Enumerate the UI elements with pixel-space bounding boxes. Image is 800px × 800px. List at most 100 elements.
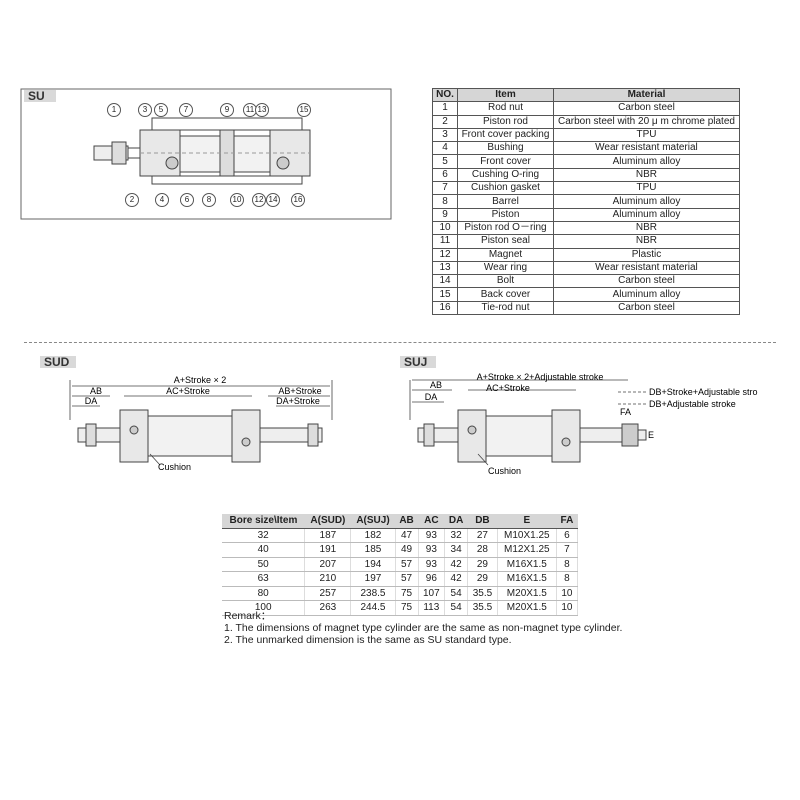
suj-dim-da: DA <box>425 392 438 402</box>
suj-cushion-label: Cushion <box>488 466 521 476</box>
dimension-cell: 182 <box>350 528 396 543</box>
su-callout-bottom-10: 10 <box>230 193 244 207</box>
dimension-header: DB <box>467 514 498 529</box>
material-name: Aluminum alloy <box>552 287 741 302</box>
material-name: NBR <box>552 220 741 236</box>
dimension-cell: M16X1.5 <box>497 571 557 587</box>
su-tag-bar <box>24 90 56 102</box>
suj-dim-ab: AB <box>430 380 442 390</box>
material-name: Plastic <box>552 247 741 262</box>
dimension-header: A(SUD) <box>304 514 351 529</box>
material-no: 9 <box>431 207 459 222</box>
material-no: 14 <box>431 274 459 289</box>
material-no: 11 <box>431 234 459 249</box>
dimension-cell: 50 <box>222 557 306 572</box>
material-header-item: Item <box>457 87 554 103</box>
su-callout-bottom-2: 2 <box>125 193 139 207</box>
dimension-header: FA <box>556 514 578 529</box>
sud-dim-a: A+Stroke × 2 <box>174 375 227 385</box>
dimension-cell: 191 <box>304 542 352 558</box>
remark-line-2: 2. The unmarked dimension is the same as… <box>224 634 512 646</box>
material-name: Wear resistant material <box>552 260 741 276</box>
dimension-cell: 49 <box>395 542 419 558</box>
sud-dim-da: DA <box>85 396 98 406</box>
dimension-cell: 10 <box>556 600 579 616</box>
dimension-cell: 34 <box>444 542 469 558</box>
su-callout-top-5: 5 <box>154 103 168 117</box>
material-header-row: NO. Item Material <box>431 87 741 103</box>
material-item: Wear ring <box>457 260 554 276</box>
dimension-cell: 27 <box>467 528 498 543</box>
dimension-cell: 42 <box>444 571 469 587</box>
material-no: 5 <box>431 154 459 169</box>
dimension-cell: M12X1.25 <box>497 542 557 558</box>
material-no: 2 <box>431 114 459 129</box>
suj-drawing: A+Stroke × 2+Adjustable stroke AB AC+Str… <box>409 372 758 476</box>
dimension-cell: 28 <box>467 542 498 558</box>
dimension-cell: 93 <box>418 528 446 543</box>
su-callout-top-7: 7 <box>179 103 193 117</box>
dimension-cell: 263 <box>304 600 352 616</box>
su-callout-bottom-8: 8 <box>202 193 216 207</box>
dimension-cell: 93 <box>418 542 446 558</box>
material-no: 1 <box>431 101 459 116</box>
dimension-cell: 29 <box>467 557 498 572</box>
suj-tag-bar <box>400 356 436 368</box>
dimension-cell: M20X1.5 <box>497 600 557 616</box>
sud-dim-ab: AB <box>90 386 102 396</box>
su-callout-bottom-12: 12 <box>252 193 266 207</box>
material-name: Aluminum alloy <box>552 154 741 169</box>
su-callout-bottom-16: 16 <box>291 193 305 207</box>
sud-drawing: A+Stroke × 2 AB AC+Stroke AB+Stroke DA D… <box>69 375 333 472</box>
sud-tag: SUD <box>44 355 70 369</box>
suj-tag: SUJ <box>404 355 428 369</box>
material-item: Piston rod <box>457 114 554 129</box>
material-header-material: Material <box>552 87 741 103</box>
material-item: Cushion gasket <box>457 181 554 196</box>
material-item: Front cover <box>457 154 554 169</box>
material-item: Cushing O-ring <box>457 167 554 183</box>
material-item: Bolt <box>457 274 554 289</box>
material-item: Rod nut <box>457 101 554 116</box>
remark-title: Remark： <box>224 610 272 622</box>
dimension-cell: 75 <box>395 600 419 616</box>
material-item: Piston <box>457 207 554 222</box>
dimension-cell: 40 <box>222 542 306 558</box>
suj-dim-a: A+Stroke × 2+Adjustable stroke <box>477 372 604 382</box>
material-name: Carbon steel <box>552 300 741 316</box>
su-callout-top-13: 13 <box>255 103 269 117</box>
dimension-cell: 75 <box>395 586 419 601</box>
material-no: 6 <box>431 167 459 183</box>
su-callout-top-9: 9 <box>220 103 234 117</box>
dimension-cell: 93 <box>418 557 446 572</box>
material-item: Magnet <box>457 247 554 262</box>
su-tag: SU <box>28 89 45 103</box>
dimension-cell: 8 <box>556 557 579 572</box>
material-no: 13 <box>431 260 459 276</box>
section-divider <box>24 342 776 343</box>
dimension-cell: 35.5 <box>467 600 498 616</box>
material-name: Aluminum alloy <box>552 194 741 209</box>
su-callout-top-3: 3 <box>138 103 152 117</box>
dimension-cell: 42 <box>444 557 469 572</box>
material-item: Piston rod O－ring <box>457 220 554 236</box>
dimension-cell: 194 <box>350 557 396 572</box>
material-no: 10 <box>431 220 459 236</box>
suj-dim-ac: AC+Stroke <box>486 383 530 393</box>
material-no: 15 <box>431 287 459 302</box>
dimension-cell: 54 <box>444 600 469 616</box>
material-header-no: NO. <box>431 87 459 103</box>
dimension-cell: 96 <box>418 571 446 587</box>
material-no: 8 <box>431 194 459 209</box>
dimension-cell: 187 <box>304 528 352 543</box>
dimension-cell: 100 <box>222 600 306 616</box>
su-sectional-drawing <box>20 88 392 220</box>
